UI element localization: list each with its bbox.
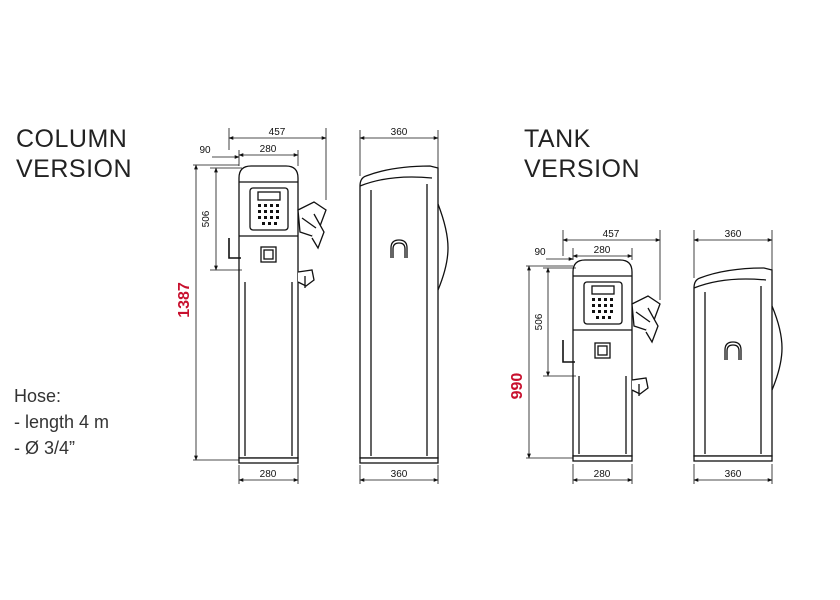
- tank-title-line1: TANK: [524, 125, 591, 153]
- tank-side-width-label: 360: [725, 229, 742, 240]
- tank-height-label: 990: [509, 373, 526, 400]
- tank-side-base-width-label: 360: [725, 469, 742, 480]
- column-head-width-label: 280: [260, 144, 277, 155]
- tank-keypad-height-label: 506: [534, 313, 545, 330]
- tank-title-line2: VERSION: [524, 155, 641, 183]
- column-front-view: [228, 165, 327, 464]
- tank-overall-width-label: 457: [603, 229, 620, 240]
- column-overall-width-label: 457: [269, 127, 286, 138]
- tank-offset-label: 90: [534, 247, 546, 258]
- hose-diameter: - Ø 3/4”: [14, 438, 76, 458]
- column-keypad-height-label: 506: [201, 210, 212, 227]
- column-side-base-width-label: 360: [391, 469, 408, 480]
- column-side-width-label: 360: [391, 127, 408, 138]
- hose-heading: Hose:: [14, 386, 62, 406]
- tank-front-view: [562, 259, 661, 462]
- tank-base-width-label: 280: [594, 469, 611, 480]
- column-title-line1: COLUMN: [16, 125, 128, 153]
- column-offset-label: 90: [199, 145, 211, 156]
- column-title-line2: VERSION: [16, 155, 133, 183]
- column-side-view: [359, 165, 449, 464]
- dimension-lines: [193, 128, 773, 484]
- tank-side-view: [693, 267, 783, 462]
- column-height-label: 1387: [176, 282, 193, 318]
- column-base-width-label: 280: [260, 469, 277, 480]
- tank-head-width-label: 280: [594, 245, 611, 256]
- hose-length: - length 4 m: [14, 412, 110, 432]
